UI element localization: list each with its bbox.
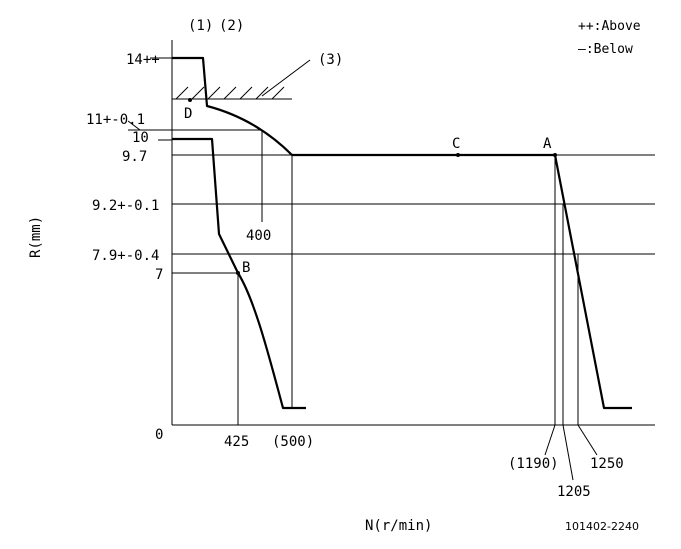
point-b-label: B [242, 260, 250, 276]
point-a-marker [553, 153, 557, 157]
hatch-marks [175, 86, 285, 100]
y-tick-10: 10 [132, 130, 149, 146]
legend-below: —:Below [578, 42, 633, 57]
x-tick-1250: 1250 [590, 456, 624, 472]
point-d-label: D [184, 106, 192, 122]
x-tick-425: 425 [224, 434, 249, 450]
curve-upper [172, 56, 632, 410]
note-2: (2) [219, 18, 244, 34]
leader-1190 [544, 424, 556, 456]
y-tick-0: 0 [155, 427, 163, 443]
label-400: 400 [246, 228, 271, 244]
x-axis-label: N(r/min) [365, 518, 432, 534]
note-1: (1) [188, 18, 213, 34]
point-b-marker [236, 271, 240, 275]
leader-1205 [562, 424, 574, 481]
leader-3 [261, 59, 311, 97]
y-tick-7-9: 7.9+-0.4 [92, 248, 159, 264]
y-tick-9-7: 9.7 [122, 149, 147, 165]
point-c-marker [456, 153, 460, 157]
drawing-code: 101402-2240 [565, 520, 639, 533]
x-tick-1205: 1205 [557, 484, 591, 500]
note-3: (3) [318, 52, 343, 68]
y-tick-14: 14++ [126, 52, 160, 68]
leader-1250 [577, 424, 598, 456]
y-axis-label: R(mm) [28, 216, 44, 258]
y-tick-7: 7 [155, 267, 163, 283]
x-tick-1190: (1190) [508, 456, 559, 472]
point-c-label: C [452, 136, 460, 152]
point-a-label: A [543, 136, 552, 152]
x-tick-500: (500) [272, 434, 314, 450]
point-d-marker [188, 98, 192, 102]
legend-above: ++:Above [578, 19, 641, 34]
leader-11 [127, 120, 141, 131]
y-tick-9-2: 9.2+-0.1 [92, 198, 159, 214]
y-tick-11: 11+-0.1 [86, 112, 145, 128]
